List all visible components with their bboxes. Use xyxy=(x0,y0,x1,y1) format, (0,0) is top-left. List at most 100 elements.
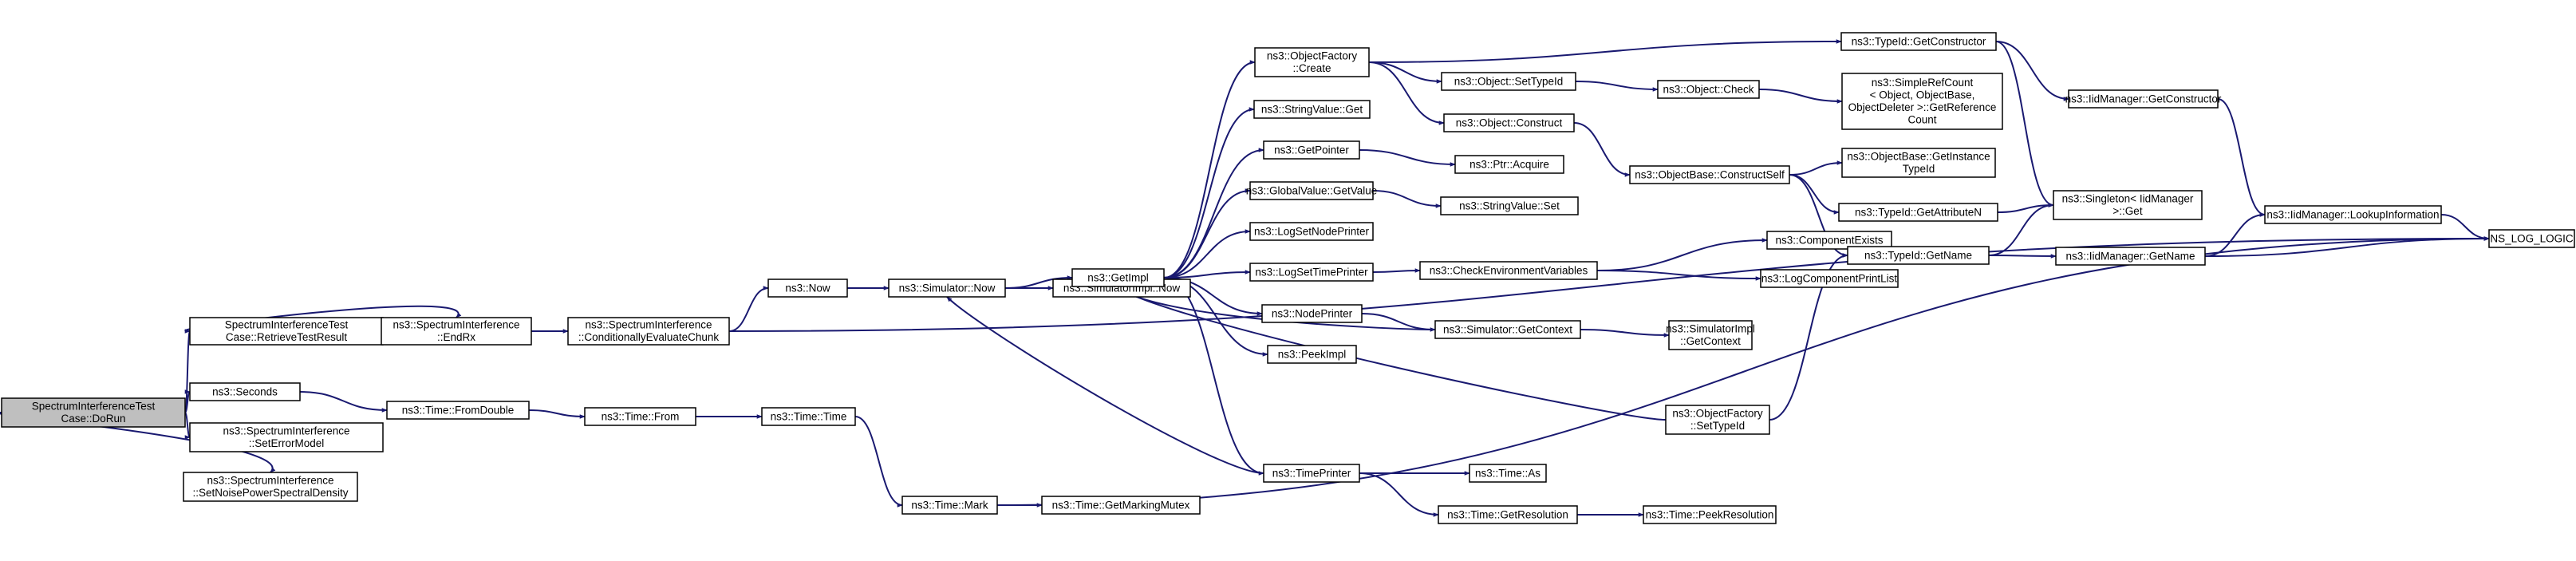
node-box[interactable] xyxy=(2264,205,2442,224)
node-box[interactable] xyxy=(1454,155,1564,174)
node-box[interactable] xyxy=(1838,203,1998,222)
node-box[interactable] xyxy=(2068,89,2219,109)
node-box[interactable] xyxy=(1766,231,1892,250)
node-ns3-time-fromdouble[interactable]: ns3::Time::FromDouble xyxy=(386,401,530,420)
node-box[interactable] xyxy=(386,401,530,420)
node-box[interactable] xyxy=(901,496,998,515)
node-ns3-singleton-iidmanager-get[interactable]: ns3::Singleton< IidManager >::Get xyxy=(2053,190,2203,220)
node-box[interactable] xyxy=(2055,247,2206,266)
node-ns3-object-construct[interactable]: ns3::Object::Construct xyxy=(1443,113,1575,132)
node-ns3-time-from[interactable]: ns3::Time::From xyxy=(584,407,696,426)
node-ns3-time-getmarkingmutex[interactable]: ns3::Time::GetMarkingMutex xyxy=(1041,496,1201,515)
node-box[interactable] xyxy=(189,382,301,401)
node-ns3-typeid-getattributen[interactable]: ns3::TypeId::GetAttributeN xyxy=(1838,203,1998,222)
node-box[interactable] xyxy=(567,317,730,346)
node-box[interactable] xyxy=(1841,148,1996,178)
node-box[interactable] xyxy=(2488,229,2575,248)
node-box[interactable] xyxy=(888,279,1006,298)
node-box[interactable] xyxy=(1629,165,1790,184)
node-box[interactable] xyxy=(1434,320,1581,339)
node-box[interactable] xyxy=(1249,263,1374,282)
node-ns3-simplerefcount-object-objectbase-objectdeleter-getreference-count[interactable]: ns3::SimpleRefCount< Object, ObjectBase,… xyxy=(1841,73,2003,130)
node-box[interactable] xyxy=(1665,405,1770,435)
node-box[interactable] xyxy=(761,407,856,426)
node-box[interactable] xyxy=(1657,80,1760,99)
node-box[interactable] xyxy=(1443,113,1575,132)
node-ns3-ptr-acquire[interactable]: ns3::Ptr::Acquire xyxy=(1454,155,1564,174)
node-box[interactable] xyxy=(189,422,384,452)
node-ns3-typeid-getname[interactable]: ns3::TypeId::GetName xyxy=(1847,246,1990,265)
node-box[interactable] xyxy=(183,472,358,502)
node-ns3-stringvalue-set[interactable]: ns3::StringValue::Set xyxy=(1440,196,1579,215)
node-ns3-typeid-getconstructor[interactable]: ns3::TypeId::GetConstructor xyxy=(1840,32,1997,51)
node-box[interactable] xyxy=(1441,72,1576,91)
node-ns-log-logic[interactable]: NS_LOG_LOGIC xyxy=(2488,229,2575,248)
node-box[interactable] xyxy=(1840,32,1997,51)
node-ns3-peekimpl[interactable]: ns3::PeekImpl xyxy=(1267,345,1357,364)
node-ns3-time-time[interactable]: ns3::Time::Time xyxy=(761,407,856,426)
node-ns3-time-mark[interactable]: ns3::Time::Mark xyxy=(901,496,998,515)
node-ns3-object-settypeid[interactable]: ns3::Object::SetTypeId xyxy=(1441,72,1576,91)
node-box[interactable] xyxy=(1847,246,1990,265)
node-ns3-seconds[interactable]: ns3::Seconds xyxy=(189,382,301,401)
node-box[interactable] xyxy=(1071,268,1165,287)
node-box[interactable] xyxy=(1643,505,1777,524)
node-ns3-checkenvironmentvariables[interactable]: ns3::CheckEnvironmentVariables xyxy=(1419,261,1598,280)
node-ns3-iidmanager-getname[interactable]: ns3::IidManager::GetName xyxy=(2055,247,2206,266)
node-box[interactable] xyxy=(767,279,848,298)
node-ns3-iidmanager-lookupinformation[interactable]: ns3::IidManager::LookupInformation xyxy=(2264,205,2442,224)
node-box[interactable] xyxy=(1249,222,1374,241)
node-ns3-simulator-getcontext[interactable]: ns3::Simulator::GetContext xyxy=(1434,320,1581,339)
node-box[interactable] xyxy=(1263,140,1360,160)
node-ns3-logsetnodeprinter[interactable]: ns3::LogSetNodePrinter xyxy=(1249,222,1374,241)
node-box[interactable] xyxy=(1841,73,2003,130)
node-box[interactable] xyxy=(1254,47,1370,77)
node-box[interactable] xyxy=(1440,196,1579,215)
node-ns3-stringvalue-get[interactable]: ns3::StringValue::Get xyxy=(1253,100,1371,119)
edge-n13-to-n21 xyxy=(1163,270,1251,279)
node-box[interactable] xyxy=(1267,345,1357,364)
node-ns3-spectruminterference-conditionallyevaluatechunk[interactable]: ns3::SpectrumInterference::Conditionally… xyxy=(567,317,730,346)
node-box[interactable] xyxy=(1668,320,1753,350)
node-ns3-iidmanager-getconstructor[interactable]: ns3::IidManager::GetConstructor xyxy=(2065,89,2222,109)
node-box[interactable] xyxy=(1438,505,1578,524)
node-ns3-objectfactory-settypeid[interactable]: ns3::ObjectFactory::SetTypeId xyxy=(1665,405,1770,435)
node-box[interactable] xyxy=(1263,464,1360,483)
node-ns3-getpointer[interactable]: ns3::GetPointer xyxy=(1263,140,1360,160)
node-ns3-objectfactory-create[interactable]: ns3::ObjectFactory::Create xyxy=(1254,47,1370,77)
node-box[interactable] xyxy=(1261,304,1363,323)
node-ns3-object-check[interactable]: ns3::Object::Check xyxy=(1657,80,1760,99)
node-ns3-logsettimeprinter[interactable]: ns3::LogSetTimePrinter xyxy=(1249,263,1374,282)
node-spectruminterferencetest-case-retrievetestresult[interactable]: SpectrumInterferenceTestCase::RetrieveTe… xyxy=(189,317,384,346)
node-box[interactable] xyxy=(584,407,696,426)
node-box[interactable] xyxy=(1041,496,1201,515)
node-box[interactable] xyxy=(1253,100,1371,119)
node-ns3-spectruminterference-endrx[interactable]: ns3::SpectrumInterference::EndRx xyxy=(381,317,532,346)
node-ns3-simulator-now[interactable]: ns3::Simulator::Now xyxy=(888,279,1006,298)
node-ns3-componentexists[interactable]: ns3::ComponentExists xyxy=(1766,231,1892,250)
node-ns3-logcomponentprintlist[interactable]: ns3::LogComponentPrintList xyxy=(1760,269,1899,288)
node-box[interactable] xyxy=(1419,261,1598,280)
node-ns3-time-as[interactable]: ns3::Time::As xyxy=(1469,464,1547,483)
node-ns3-nodeprinter[interactable]: ns3::NodePrinter xyxy=(1261,304,1363,323)
node-ns3-timeprinter[interactable]: ns3::TimePrinter xyxy=(1263,464,1360,483)
node-ns3-spectruminterference-seterrormodel[interactable]: ns3::SpectrumInterference::SetErrorModel xyxy=(189,422,384,452)
node-ns3-simulatorimpl-getcontext[interactable]: ns3::SimulatorImpl::GetContext xyxy=(1666,320,1755,350)
node-ns3-globalvalue-getvalue[interactable]: ns3::GlobalValue::GetValue xyxy=(1246,181,1378,200)
node-box[interactable] xyxy=(381,317,532,346)
node-box[interactable] xyxy=(1760,269,1899,288)
node-ns3-time-peekresolution[interactable]: ns3::Time::PeekResolution xyxy=(1643,505,1777,524)
node-box[interactable] xyxy=(1469,464,1547,483)
node-ns3-objectbase-constructself[interactable]: ns3::ObjectBase::ConstructSelf xyxy=(1629,165,1790,184)
node-box[interactable] xyxy=(189,317,384,346)
node-box[interactable] xyxy=(1,397,186,428)
node-ns3-getimpl[interactable]: ns3::GetImpl xyxy=(1071,268,1165,287)
node-box[interactable] xyxy=(1249,181,1374,200)
node-ns3-spectruminterference-setnoisepowerspectraldensity[interactable]: ns3::SpectrumInterference::SetNoisePower… xyxy=(183,472,358,502)
edge-line xyxy=(1163,270,1251,279)
node-box[interactable] xyxy=(2053,190,2203,220)
node-ns3-now[interactable]: ns3::Now xyxy=(767,279,848,298)
node-ns3-time-getresolution[interactable]: ns3::Time::GetResolution xyxy=(1438,505,1578,524)
